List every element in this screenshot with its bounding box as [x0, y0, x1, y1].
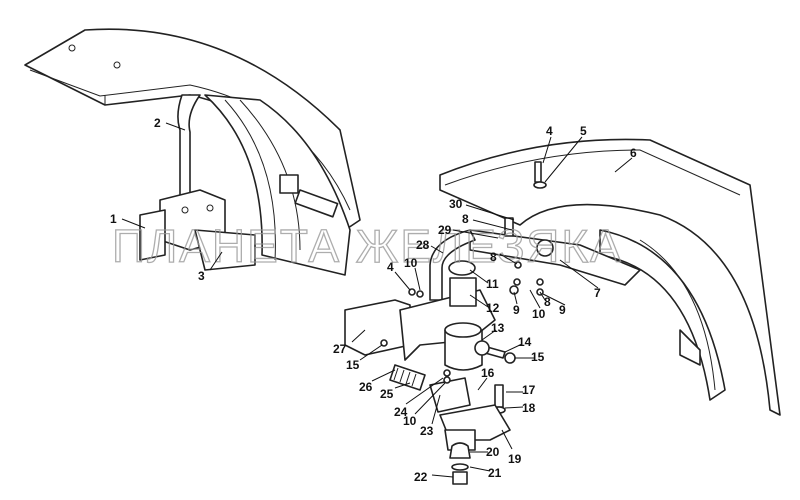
callout-10c: 10 [403, 414, 417, 428]
callout-30: 30 [449, 197, 463, 211]
callout-20: 20 [486, 445, 500, 459]
callout-10: 10 [404, 256, 418, 270]
callout-23: 23 [420, 424, 434, 438]
callout-19: 19 [508, 452, 522, 466]
lower-plate [429, 377, 511, 451]
callout-28: 28 [416, 238, 430, 252]
callout-6: 6 [630, 146, 637, 160]
callout-16: 16 [481, 366, 495, 380]
callout-8b: 8 [544, 295, 551, 309]
callout-15b: 15 [346, 358, 360, 372]
leader-lines [121, 122, 633, 478]
callout-5: 5 [580, 124, 587, 138]
callout-2: 2 [154, 116, 161, 130]
callout-18: 18 [522, 401, 536, 415]
callout-4b: 4 [387, 260, 394, 274]
right-bracket [469, 217, 641, 286]
callout-17: 17 [522, 383, 536, 397]
callout-3: 3 [198, 269, 205, 283]
callout-14: 14 [518, 335, 532, 349]
callout-13: 13 [491, 321, 505, 335]
callout-21: 21 [488, 466, 502, 480]
watermark: ПЛАНЕТА ЖЕЛЕЗЯКА [112, 220, 623, 272]
callout-26: 26 [359, 380, 373, 394]
left-fender [24, 28, 361, 276]
callout-1: 1 [110, 212, 117, 226]
callout-8c: 8 [490, 250, 497, 264]
callout-11: 11 [486, 277, 499, 291]
right-fender [439, 138, 781, 416]
callout-labels: 1 2 3 4 5 6 30 8 29 28 4 10 11 12 7 8 9 … [110, 116, 637, 484]
callout-27: 27 [333, 342, 347, 356]
central-bracket [344, 260, 496, 371]
callout-29: 29 [438, 223, 452, 237]
callout-25: 25 [380, 387, 394, 401]
callout-22: 22 [414, 470, 428, 484]
callout-10b: 10 [532, 307, 546, 321]
mount-tube [429, 229, 476, 301]
callout-4: 4 [546, 124, 553, 138]
callout-9b: 9 [559, 303, 566, 317]
spring [389, 364, 426, 391]
callout-12: 12 [486, 301, 500, 315]
left-support [139, 94, 256, 271]
cap-20 [449, 442, 471, 459]
callout-7: 7 [594, 286, 601, 300]
callout-15: 15 [531, 350, 545, 364]
callout-8: 8 [462, 212, 469, 226]
callout-9: 9 [513, 303, 520, 317]
callout-24: 24 [394, 405, 408, 419]
fasteners [380, 261, 544, 384]
